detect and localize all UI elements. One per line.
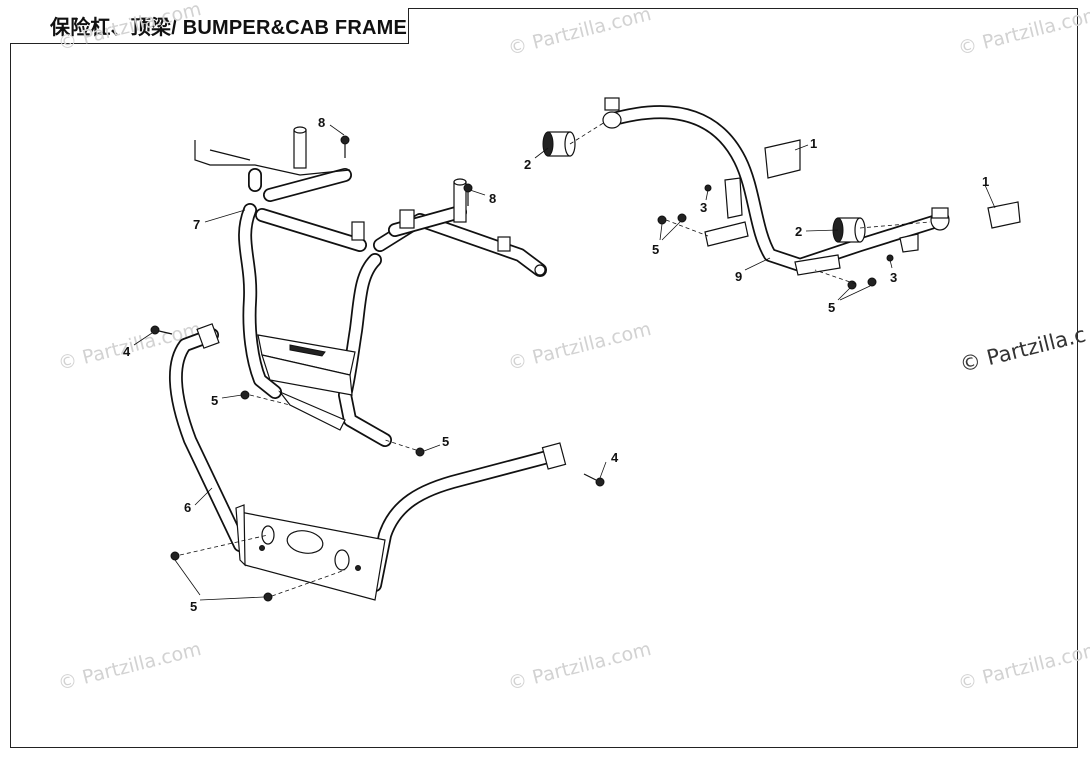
watermark: © Partzilla.com [506, 318, 654, 375]
callout-1: 1 [810, 136, 817, 151]
title-box: 保险杠、顶梁/ BUMPER&CAB FRAME [10, 8, 409, 44]
callout-4: 4 [123, 344, 131, 359]
fasteners [150, 135, 894, 602]
callout-8: 8 [489, 191, 496, 206]
callout-5: 5 [442, 434, 449, 449]
callout-3: 3 [890, 270, 897, 285]
callout-6: 6 [184, 500, 191, 515]
callout-8: 8 [318, 115, 325, 130]
pad-1b [987, 201, 1021, 229]
drawing-border [10, 8, 1078, 748]
callout-9: 9 [735, 269, 742, 284]
watermark: © Partzilla.com [56, 0, 204, 55]
bushing-2a [542, 131, 576, 157]
watermark: © Partzilla.com [506, 638, 654, 695]
install-lines [179, 121, 931, 597]
callout-5: 5 [211, 393, 218, 408]
watermark: © Partzilla.com [956, 3, 1090, 60]
pad-1a [764, 139, 801, 179]
callout-2: 2 [795, 224, 802, 239]
callout-2: 2 [524, 157, 531, 172]
callout-5: 5 [652, 242, 659, 257]
leader-lines [133, 124, 996, 601]
callout-7: 7 [193, 217, 200, 232]
page-title: 保险杠、顶梁/ BUMPER&CAB FRAME [50, 17, 408, 39]
callout-5: 5 [190, 599, 197, 614]
cab-frame [194, 126, 547, 447]
callout-5: 5 [828, 300, 835, 315]
watermark: © Partzilla.com [506, 3, 654, 60]
callout-1: 1 [982, 174, 989, 189]
callouts: 1 1 2 2 3 3 4 4 5 5 5 5 5 6 7 8 8 9 [123, 115, 989, 614]
callout-4: 4 [611, 450, 619, 465]
watermarks: © Partzilla.com © Partzilla.com © Partzi… [56, 0, 1090, 695]
watermark: © Partzilla.com [56, 638, 204, 695]
roof-bar [542, 97, 1021, 276]
bushing-2b [832, 217, 866, 243]
watermark-partial: © Partzilla.c [957, 322, 1088, 376]
watermark: © Partzilla.com [956, 638, 1090, 695]
callout-3: 3 [700, 200, 707, 215]
front-bumper [169, 323, 567, 601]
